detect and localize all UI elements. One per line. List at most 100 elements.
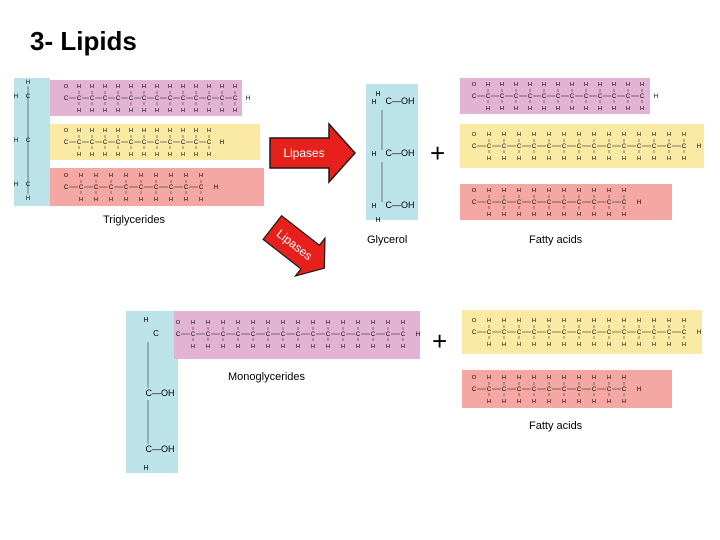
hydrogen-atom: H [124, 173, 128, 179]
hydrogen-atom: H [547, 188, 551, 194]
hydrogen-atom: H [532, 318, 536, 324]
carbon-atom: C [637, 144, 642, 150]
hydrogen-atom: H [577, 342, 581, 348]
carbon-atom: C [592, 330, 597, 336]
hydrogen-atom: H [386, 320, 390, 326]
carbon-atom: C [487, 144, 492, 150]
carbon-atom: C [356, 332, 361, 338]
hydrogen-atom: H [517, 132, 521, 138]
hydrogen-atom: H [266, 344, 270, 350]
hydrogen-atom: H [326, 320, 330, 326]
hydrogen-atom: H [682, 318, 686, 324]
hydrogen-atom: H [233, 108, 237, 114]
hydrogen-atom: H [341, 344, 345, 350]
oxygen-atom: O [472, 375, 477, 381]
hydrogen-atom: H [371, 151, 376, 158]
hydrogen-atom: H [206, 320, 210, 326]
hydrogen-atom: H [502, 212, 506, 218]
carbon-atom: C [577, 387, 582, 393]
hydrogen-atom: H [562, 188, 566, 194]
carbon-atom: C [607, 144, 612, 150]
oxygen-atom: O [472, 132, 477, 138]
carbon-atom: C [26, 182, 31, 188]
monoglycerides-label: Monoglycerides [228, 371, 306, 383]
oxygen-atom: O [64, 173, 69, 179]
carbon-atom: C [472, 94, 477, 100]
hydrogen-atom: H [311, 344, 315, 350]
hydroxyl-group: C—OH [386, 200, 415, 210]
carbon-atom: C [487, 200, 492, 206]
carbon-atom: C [592, 144, 597, 150]
carbon-atom: C [26, 138, 31, 144]
hydrogen-atom: H [191, 320, 195, 326]
hydrogen-atom: H [667, 342, 671, 348]
hydrogen-atom: H [502, 399, 506, 405]
hydrogen-atom: H [486, 82, 490, 88]
hydrogen-atom: H [326, 344, 330, 350]
hydrogen-atom: H [199, 173, 203, 179]
hydrogen-atom: H [592, 342, 596, 348]
hydrogen-atom: H [542, 106, 546, 112]
hydrogen-atom: H [577, 212, 581, 218]
hydroxyl-group: C—OH [146, 444, 175, 454]
hydrogen-atom: H [612, 82, 616, 88]
oxygen-atom: O [64, 128, 69, 134]
hydrogen-atom: H [652, 342, 656, 348]
carbon-atom: C [598, 94, 603, 100]
carbon-atom: C [612, 94, 617, 100]
page-title: 3- Lipids [30, 26, 137, 56]
hydrogen-atom: H [626, 82, 630, 88]
hydrogen-atom: H [607, 156, 611, 162]
hydrogen-atom: H [562, 132, 566, 138]
carbon-atom: C [562, 200, 567, 206]
hydrogen-atom: H [266, 320, 270, 326]
carbon-atom: C [528, 94, 533, 100]
carbon-atom: C [607, 387, 612, 393]
carbon-atom: C [592, 387, 597, 393]
hydrogen-atom: H [169, 197, 173, 203]
hydrogen-atom: H [90, 84, 94, 90]
hydrogen-atom: H [682, 342, 686, 348]
carbon-atom: C [517, 330, 522, 336]
carbon-atom: C [472, 200, 477, 206]
carbon-atom: C [502, 330, 507, 336]
hydrogen-atom: H [251, 320, 255, 326]
hydrogen-atom: H [517, 212, 521, 218]
carbon-atom: C [176, 332, 181, 338]
carbon-atom: C [502, 387, 507, 393]
hydrogen-atom: H [547, 212, 551, 218]
carbon-atom: C [622, 330, 627, 336]
hydrogen-atom: H [281, 320, 285, 326]
hydrogen-atom: H [637, 342, 641, 348]
hydrogen-atom: H [486, 106, 490, 112]
hydrogen-atom: H [562, 399, 566, 405]
carbon-atom: C [116, 140, 121, 146]
carbon-atom: C [532, 200, 537, 206]
hydrogen-atom: H [487, 212, 491, 218]
hydrogen-atom: H [607, 188, 611, 194]
carbon-atom: C [622, 200, 627, 206]
hydrogen-atom: H [79, 173, 83, 179]
hydrogen-atom: H [532, 156, 536, 162]
hydrogen-atom: H [14, 138, 18, 144]
carbon-atom: C [547, 200, 552, 206]
hydrogen-atom: H [598, 82, 602, 88]
carbon-atom: C [168, 96, 173, 102]
carbon-atom: C [326, 332, 331, 338]
plus-sign-bottom: + [432, 326, 448, 356]
carbon-atom: C [116, 96, 121, 102]
hydrogen-atom: H [103, 128, 107, 134]
hydrogen-atom: H [517, 188, 521, 194]
hydrogen-atom: H [77, 128, 81, 134]
hydrogen-atom: H [371, 203, 376, 210]
hydrogen-atom: H [220, 140, 224, 146]
carbon-atom: C [652, 330, 657, 336]
hydrogen-atom: H [103, 152, 107, 158]
carbon-atom: C [266, 332, 271, 338]
hydrogen-atom: H [191, 344, 195, 350]
carbon-atom: C [64, 140, 69, 146]
glycerol-box [366, 84, 418, 220]
lipases-arrow-horizontal-label: Lipases [283, 146, 324, 160]
hydrogen-atom: H [667, 318, 671, 324]
carbon-atom: C [181, 96, 186, 102]
